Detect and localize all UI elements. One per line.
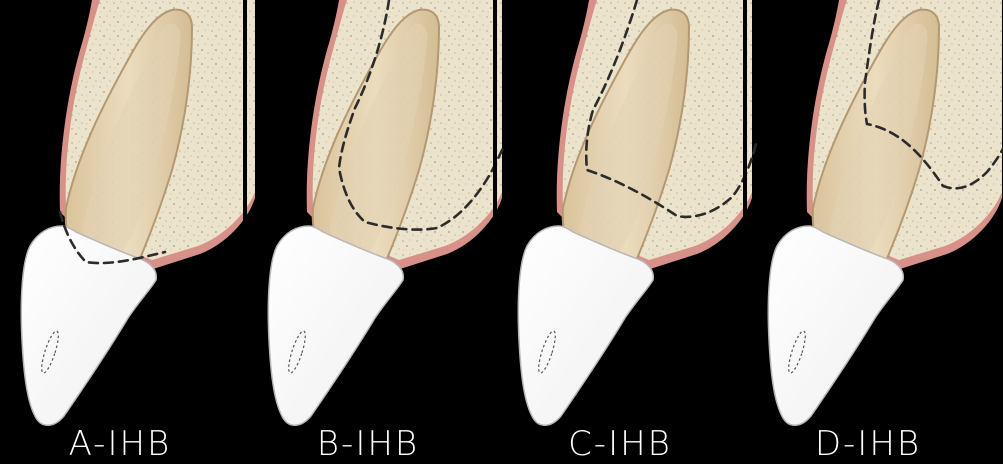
panel-label-b: B-IHB (317, 424, 419, 464)
panel-label-c: C-IHB (568, 424, 672, 464)
panel-label-a: A-IHB (69, 424, 172, 464)
panel-divider (243, 0, 247, 430)
panel-divider (493, 0, 497, 430)
panel-label-d: D-IHB (815, 424, 921, 464)
panel-divider (743, 0, 747, 430)
